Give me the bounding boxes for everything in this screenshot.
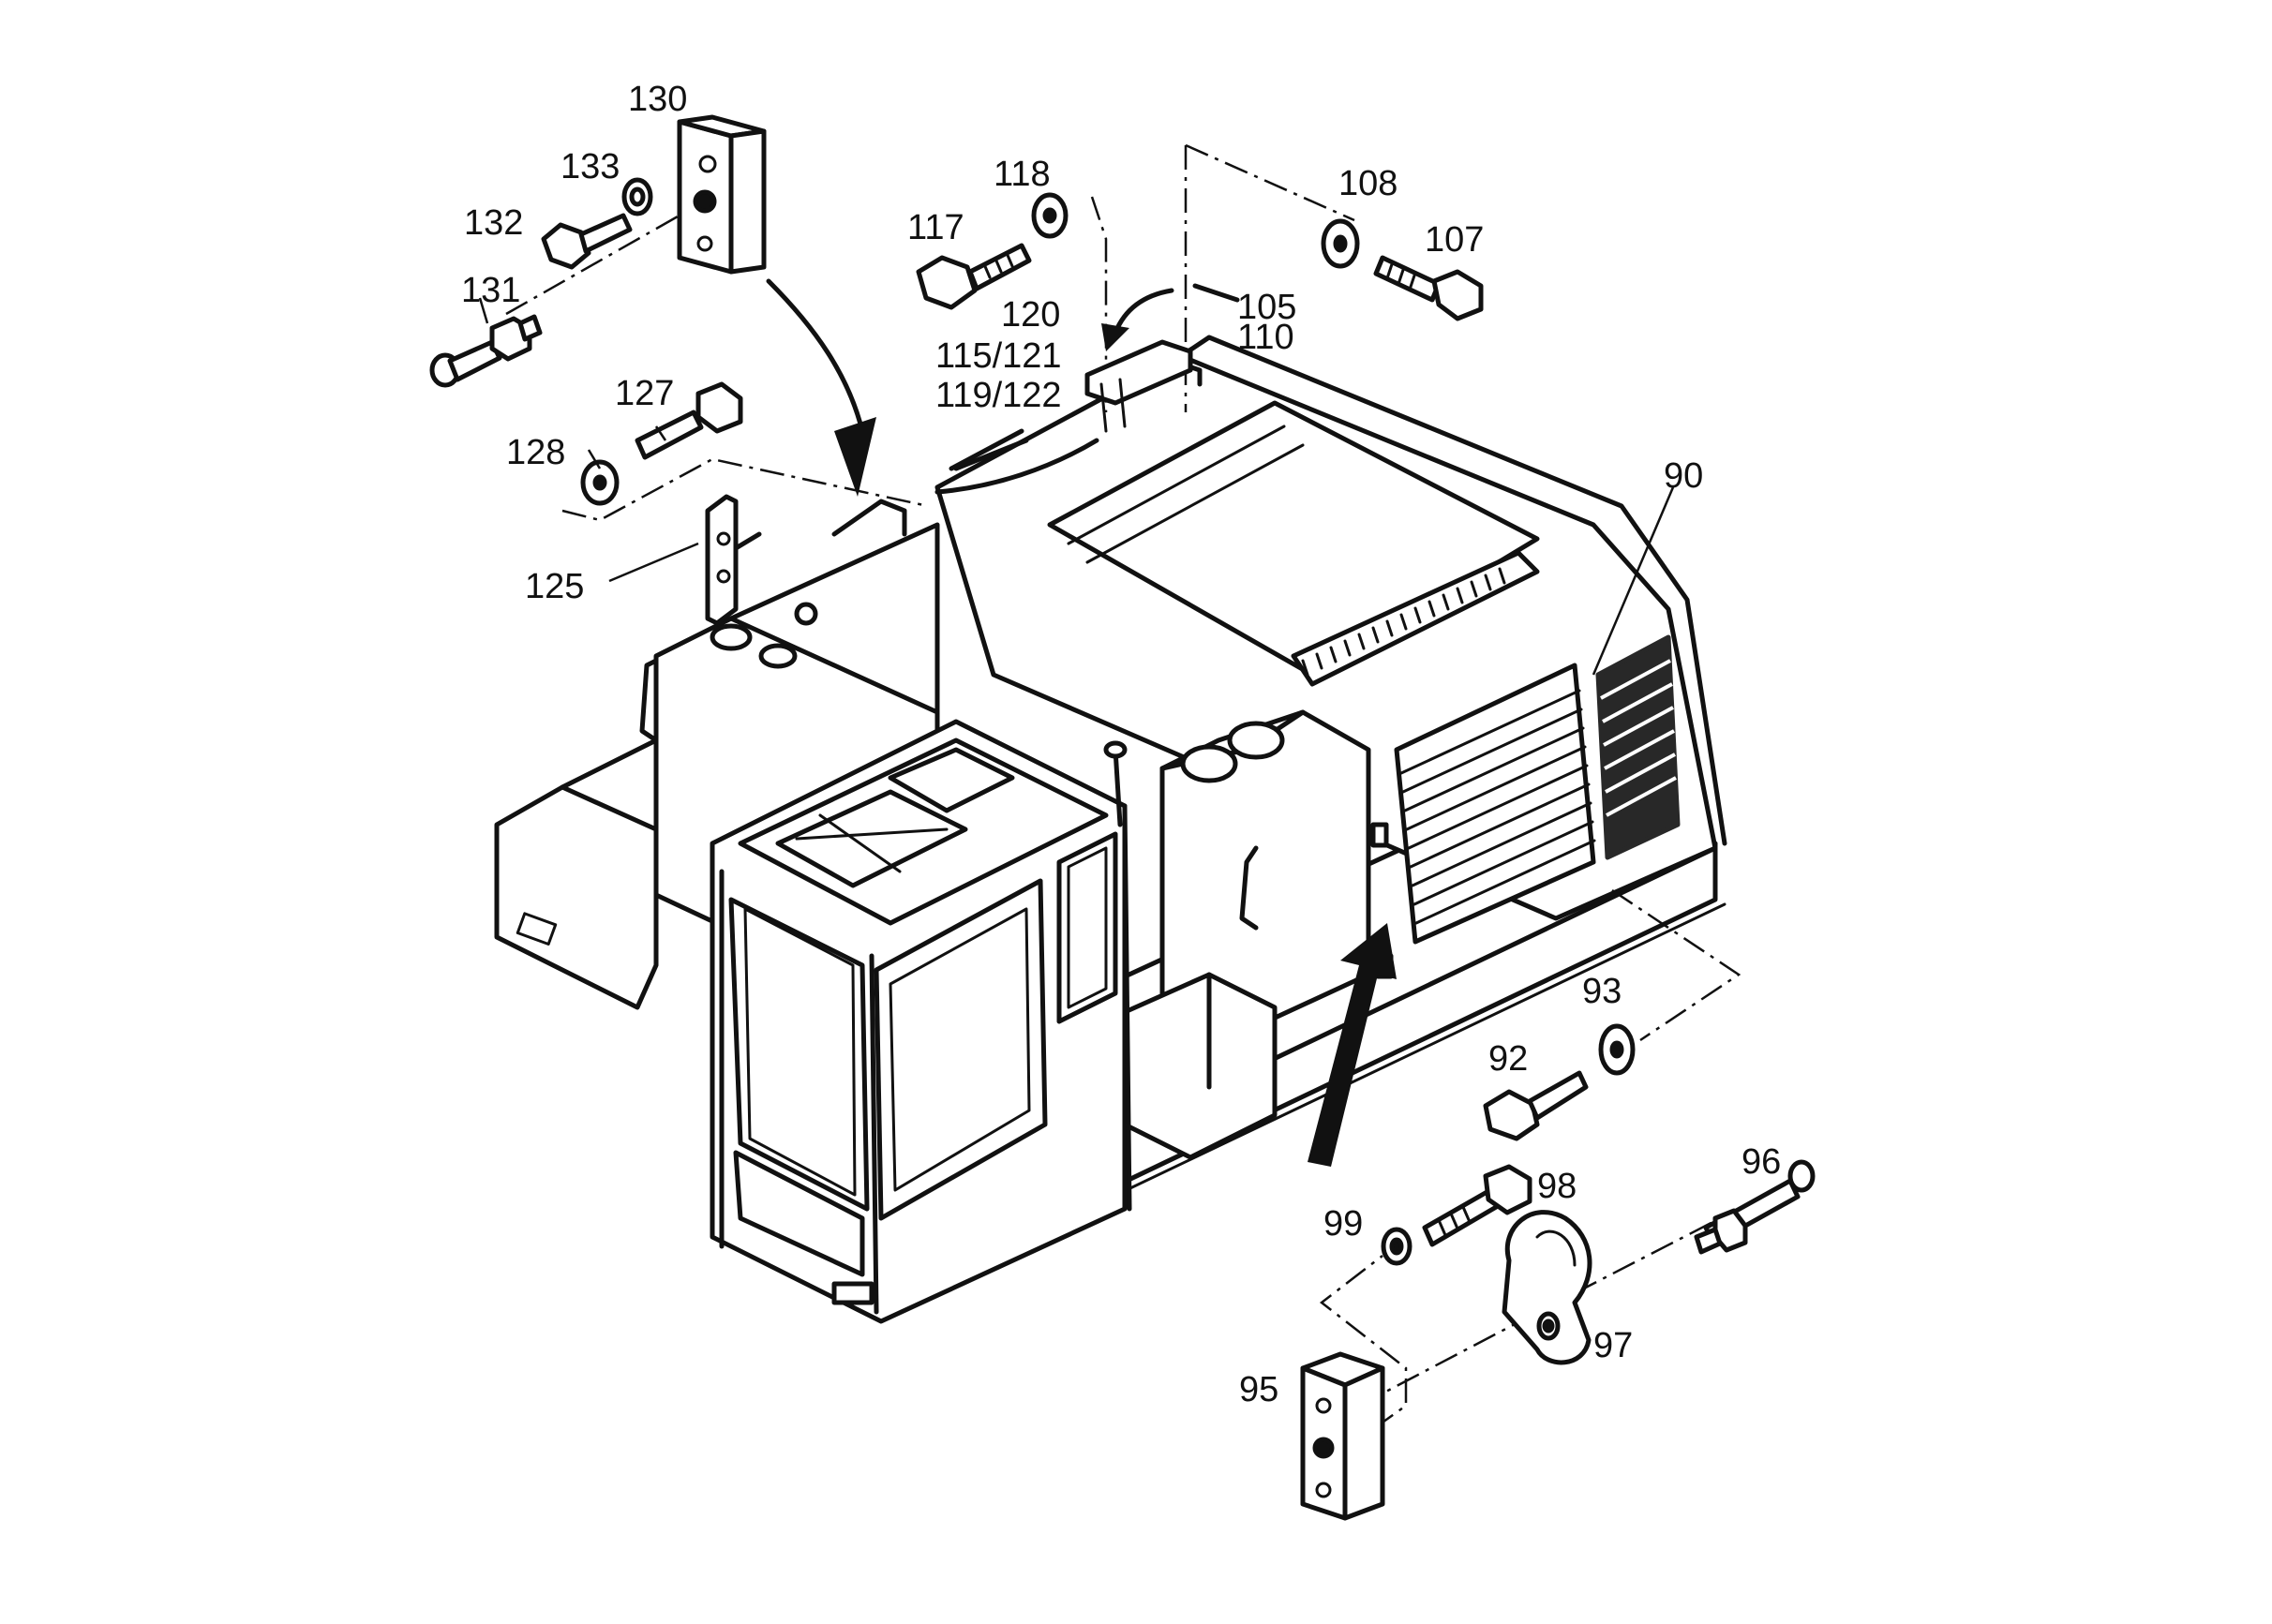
part-133-washer	[621, 177, 653, 216]
part-128-washer	[580, 459, 620, 506]
label-128: 128	[506, 433, 565, 472]
part-119-122-gasket	[949, 428, 1024, 471]
label-133: 133	[561, 147, 620, 186]
label-110: 110	[1237, 318, 1294, 357]
part-130-block	[677, 114, 767, 275]
excavator-superstructure	[494, 335, 1727, 1324]
label-98: 98	[1537, 1167, 1577, 1206]
part-118-washer	[1031, 192, 1069, 239]
label-127: 127	[615, 374, 674, 413]
label-108: 108	[1338, 164, 1398, 203]
part-105-110-strip	[1084, 283, 1240, 433]
label-131: 131	[461, 271, 520, 310]
part-96-stud	[1694, 1159, 1816, 1255]
part-98-bolt	[1422, 1164, 1532, 1247]
label-105: 105	[1237, 288, 1296, 327]
part-127-bolt	[635, 381, 743, 460]
direction-arrow-top-left	[766, 278, 876, 497]
part-99-nut	[1381, 1227, 1413, 1266]
label-97: 97	[1593, 1326, 1633, 1365]
label-96: 96	[1741, 1142, 1781, 1182]
leader-lines	[478, 297, 1675, 676]
part-117-bolt	[916, 243, 1032, 310]
part-95-block	[1300, 1351, 1385, 1521]
part-132-bolt	[541, 213, 633, 270]
label-117: 117	[907, 208, 964, 247]
part-107-bolt	[1373, 255, 1484, 321]
label-95: 95	[1239, 1370, 1278, 1409]
label-120: 120	[1001, 295, 1060, 335]
label-93: 93	[1582, 972, 1622, 1011]
direction-arrow-top-right	[1101, 288, 1174, 351]
label-119-122: 119/122	[935, 376, 1062, 415]
part-131-stud	[429, 314, 543, 388]
label-130: 130	[628, 80, 687, 119]
part-125-bracket	[705, 494, 739, 626]
label-90: 90	[1664, 456, 1703, 496]
direction-arrow-lower	[1308, 923, 1397, 1167]
part-97-clamp	[1502, 1210, 1592, 1365]
part-labels: 130 133 132 131 127 128 125 117 118 120 …	[461, 80, 1781, 1409]
label-125: 125	[525, 567, 584, 606]
label-115-121: 115/121	[935, 336, 1062, 376]
label-132: 132	[464, 203, 523, 243]
label-107: 107	[1425, 220, 1484, 260]
part-108-washer	[1321, 218, 1360, 269]
part-92-bolt	[1483, 1070, 1589, 1141]
label-118: 118	[994, 155, 1051, 194]
label-99: 99	[1323, 1204, 1363, 1244]
part-93-washer	[1598, 1023, 1636, 1076]
label-92: 92	[1488, 1039, 1528, 1079]
